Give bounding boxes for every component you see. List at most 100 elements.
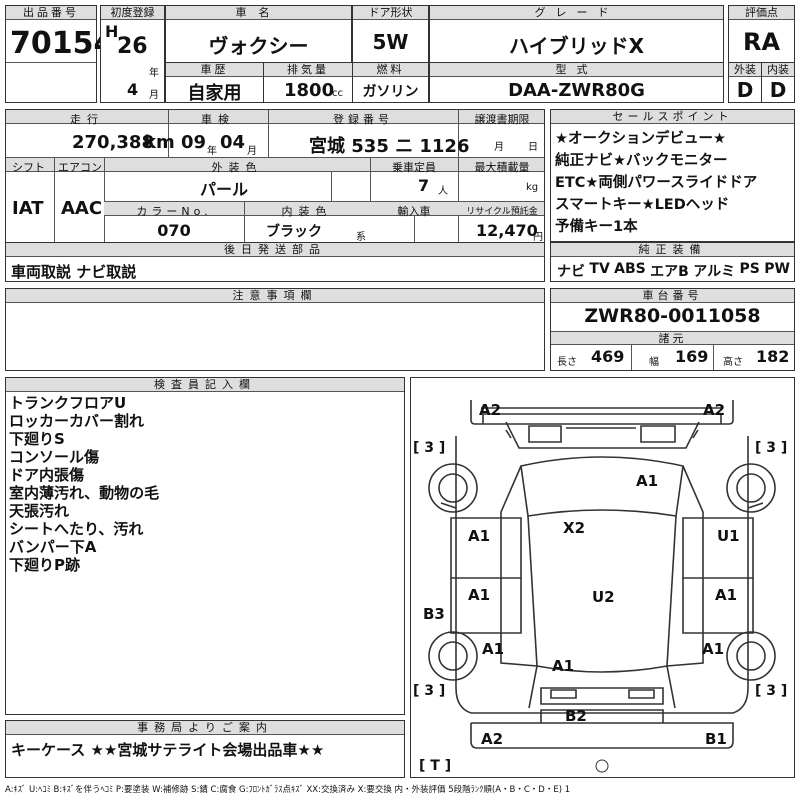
later-parts-box: 後日発送部品 車両取説 ナビ取説 [5, 242, 545, 282]
interior-grade-box: 内装 D [761, 62, 795, 103]
reg-era: H [105, 22, 119, 41]
damage-mark: B2 [565, 707, 587, 725]
first-registration-box: 初度登録 H 26 年 4 月 [100, 5, 165, 103]
damage-mark: A1 [715, 586, 738, 604]
chassis-value: ZWR80-0011058 [584, 305, 761, 327]
tire-tread-mark: [ 3 ] [413, 683, 446, 699]
recycle-value: 12,470 [476, 221, 538, 240]
inspection-year-unit: 年 [207, 146, 217, 157]
fuel-label: 燃料 [353, 63, 428, 77]
load-unit: kg [526, 182, 539, 193]
exterior-grade-value: D [736, 78, 754, 102]
score-label: 評価点 [729, 6, 794, 20]
inspector-line: 下廻りS [9, 430, 65, 448]
equipment-item: ABS [614, 261, 646, 277]
height-value: 182 [756, 347, 790, 366]
plate-label: 登録番号 [333, 113, 393, 126]
sales-points-label: セールスポイント [551, 110, 794, 124]
equipment-item: ナビ [557, 264, 585, 280]
car-name-box: 車名 ヴォクシー [165, 5, 352, 63]
height-label: 高さ [723, 357, 743, 368]
inspection-label: 車検 [201, 113, 235, 126]
damage-mark: A2 [703, 401, 726, 419]
damage-mark: A1 [552, 657, 575, 675]
interior-color-label: 内装色 [281, 205, 333, 218]
sales-points-list: ★オークションデビュー★ 純正ナビ★バックモニター ETC★両側パワースライドド… [555, 128, 757, 238]
office-value: キーケース ★★宮城サテライト会場出品車★★ [11, 741, 325, 759]
score-value: RA [742, 28, 781, 56]
sales-point-line: ETC★両側パワースライドドア [555, 175, 758, 191]
notes-box: 注意事項欄 [5, 288, 545, 371]
dims-label: 諸元 [551, 331, 794, 345]
damage-mark: U1 [717, 527, 740, 545]
import-label: 輸入車 [397, 205, 431, 218]
inspector-line: コンソール傷 [9, 448, 100, 466]
damage-mark: A1 [482, 640, 505, 658]
lot-box: 出品番号 70154 [5, 5, 114, 103]
sales-point-line: 純正ナビ★バックモニター [555, 153, 728, 169]
exterior-grade-label: 外装 [729, 63, 761, 77]
exterior-grade-box: 外装 D [728, 62, 762, 103]
reg-year-unit: 年 [149, 68, 159, 79]
lot-value: 70154 [10, 26, 115, 61]
damage-mark: A1 [636, 472, 659, 490]
mileage-value: 270,388 [72, 132, 154, 153]
transfer-month: 月 [494, 142, 504, 153]
color-no-label: カラーNo. [136, 205, 212, 218]
damage-mark: A1 [468, 586, 491, 604]
car-name-value: ヴォクシー [208, 34, 309, 58]
inspector-line: 室内薄汚れ、動物の毛 [9, 484, 160, 502]
tire-tread-mark: [ 3 ] [755, 683, 788, 699]
spec-table: 走行 車検 登録番号 譲渡書期限 270,388 km 09 年 04 月 宮城… [5, 109, 545, 243]
later-parts-value: 車両取説 ナビ取説 [11, 263, 137, 281]
mileage-label: 走行 [70, 113, 104, 126]
ac-label: エアコン [58, 161, 102, 174]
inspection-year: 09 [181, 132, 207, 153]
equipment-item: PW [764, 261, 790, 277]
inspector-line: 天張汚れ [9, 502, 70, 520]
damage-diagram: A2 A2 A1 X2 A1 U1 A1 U2 A1 B3 A1 A1 A1 B… [410, 377, 795, 778]
tire-tread-mark: [ 3 ] [755, 440, 788, 456]
inspector-box: 検査員記入欄 トランクフロアU ロッカーカバー割れ 下廻りS コンソール傷 ドア… [5, 377, 405, 715]
color-value: パール [199, 180, 248, 199]
chassis-box: 車台番号 ZWR80-0011058 諸元 長さ 469 幅 169 高さ 18… [550, 288, 795, 371]
sales-point-line: ★オークションデビュー★ [555, 131, 726, 147]
model-box: 型式 DAA-ZWR80G [429, 62, 724, 103]
mileage-unit: km [144, 132, 175, 153]
inspector-list: トランクフロアU ロッカーカバー割れ 下廻りS コンソール傷 ドア内張傷 室内薄… [9, 394, 159, 574]
sales-point-line: スマートキー★LEDヘッド [555, 197, 730, 213]
load-label: 最大積載量 [474, 161, 530, 174]
grade-box: グレード ハイブリッドX [429, 5, 724, 63]
interior-grade-value: D [769, 78, 787, 102]
displacement-value: 1800 [284, 80, 335, 101]
fuel-value: ガソリン [362, 84, 419, 100]
displacement-unit: cc [332, 88, 343, 99]
lot-label: 出品番号 [6, 6, 96, 20]
interior-color-value: ブラック [266, 224, 322, 240]
first-registration-label: 初度登録 [101, 6, 164, 20]
car-outline-drawing [428, 400, 776, 773]
damage-mark: X2 [563, 519, 586, 537]
reg-month: 4 [127, 80, 139, 99]
chassis-label: 車台番号 [551, 289, 794, 303]
reg-month-unit: 月 [149, 90, 159, 101]
grade-value: ハイブリッドX [508, 34, 645, 58]
damage-mark: U2 [592, 588, 615, 606]
inspector-line: ロッカーカバー割れ [9, 412, 145, 430]
equipment-item: アルミ [693, 264, 736, 280]
history-value: 自家用 [187, 83, 242, 104]
inspector-line: ドア内張傷 [9, 466, 85, 484]
inspector-line: 下廻りP跡 [9, 556, 80, 574]
interior-grade-label: 内装 [762, 63, 794, 77]
grade-label: グレード [430, 6, 723, 20]
damage-mark: B3 [423, 605, 445, 623]
spare-tire-mark: [ T ] [419, 758, 452, 774]
door-box: ドア形状 5W [352, 5, 429, 63]
tire-tread-mark: [ 3 ] [413, 440, 446, 456]
damage-mark: A2 [479, 401, 502, 419]
width-label: 幅 [649, 357, 659, 368]
damage-mark: B1 [705, 730, 727, 748]
equipment-list: ナビ TV ABS エアB アルミ PS PW [557, 261, 790, 281]
model-value: DAA-ZWR80G [508, 80, 645, 101]
fuel-box: 燃料 ガソリン [352, 62, 429, 103]
